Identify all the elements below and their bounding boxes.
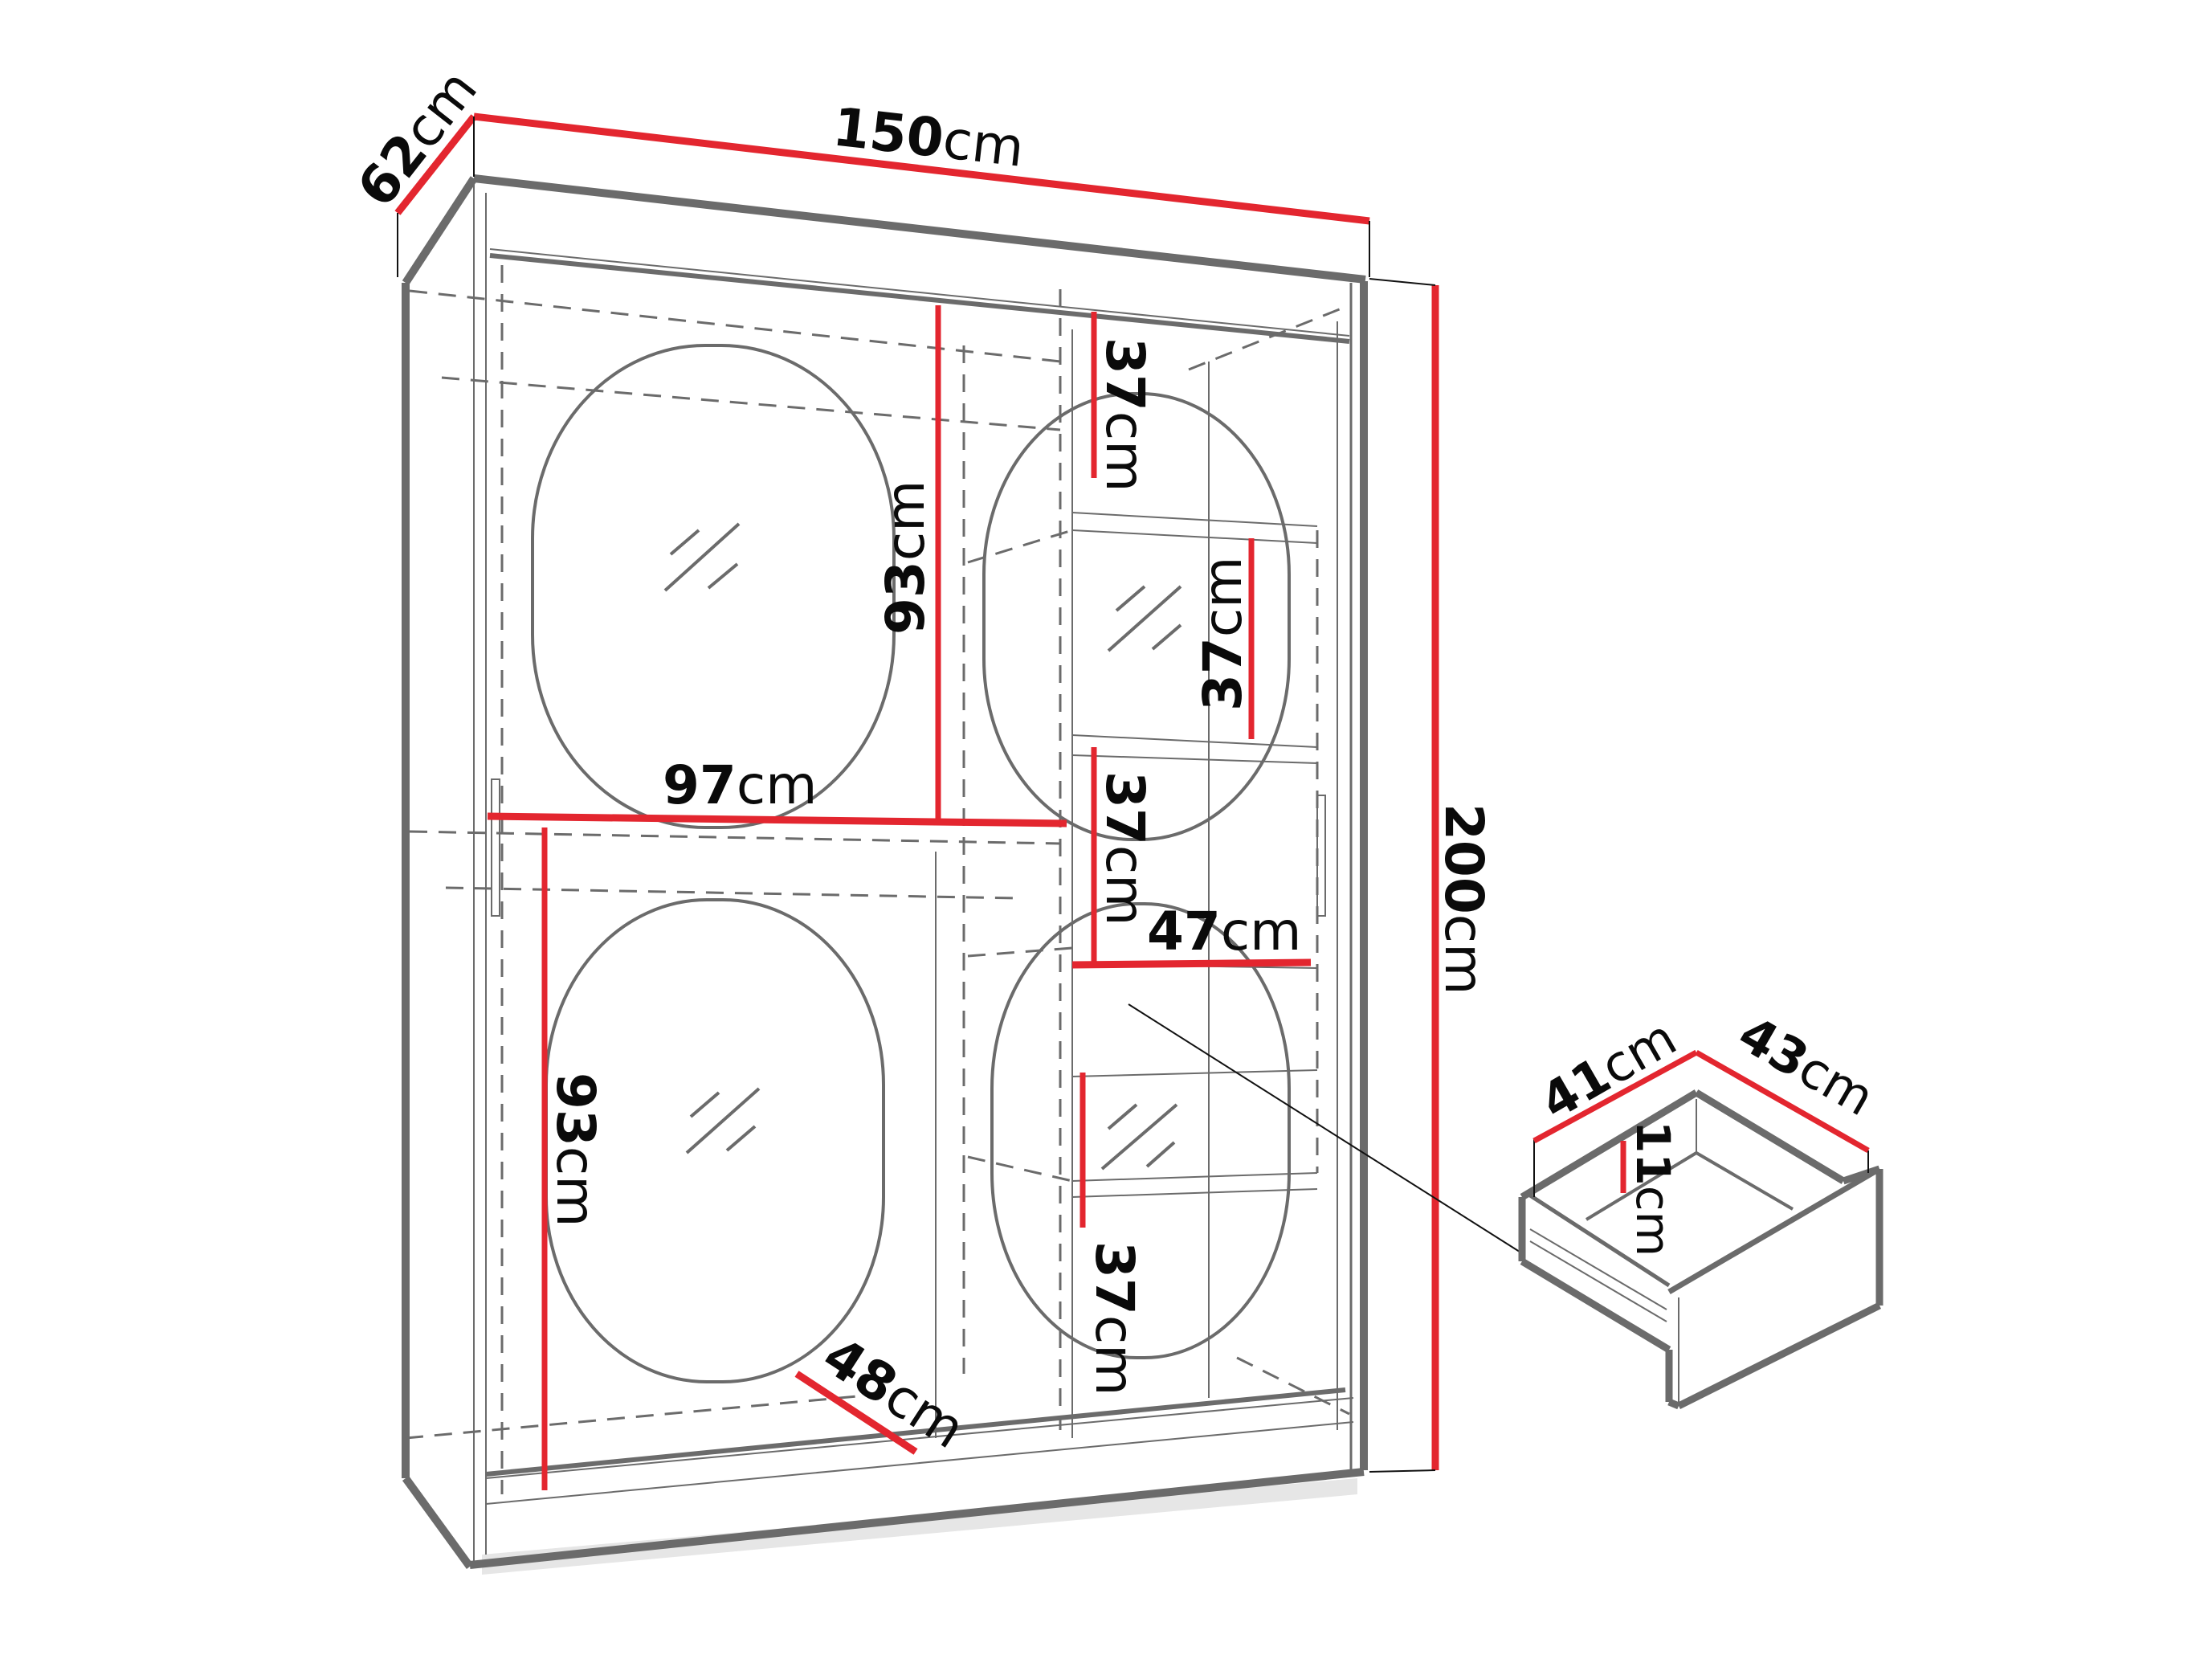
mirror-bottom-right [990,902,1291,1359]
width-47-line [1071,958,1312,969]
callout-leader-line [1128,1003,1523,1254]
lower-93-label: 93cm [545,1073,606,1227]
dimension-lines [394,112,1439,1490]
height-200-label: 200cm [1433,803,1495,995]
left-door-handle [491,778,500,917]
width-150-line [473,112,1370,225]
mirror-top-right [982,392,1291,841]
shelf-37-label-3: 37cm [1094,771,1156,926]
shelf-37-label-1: 37cm [1094,337,1156,492]
width-97-line [487,812,1067,827]
wardrobe-top [406,178,1365,284]
shelf-37-label-4: 37cm [1084,1241,1145,1395]
drawer-height-11-label: 11cm [1626,1121,1680,1257]
width-47-label: 47cm [1147,901,1301,962]
drawer-detail [1128,1003,1883,1422]
wardrobe-body [402,174,1368,1575]
drawer-depth-43-line [1695,1049,1870,1154]
width-150-label: 150cm [830,96,1027,178]
drawer-depth-43-label: 43cm [1729,1004,1884,1128]
shelf-37-label-2: 37cm [1192,557,1254,711]
depth-48-line [794,1371,918,1455]
mirrors [531,344,1291,1383]
upper-93-label: 93cm [875,480,937,635]
drawer-width-41-line [1532,1049,1698,1144]
depth-62-line [394,114,477,215]
width-97-label: 97cm [663,754,817,816]
mirror-top-left [531,344,896,829]
mirror-reflection-icon [663,522,1182,1171]
